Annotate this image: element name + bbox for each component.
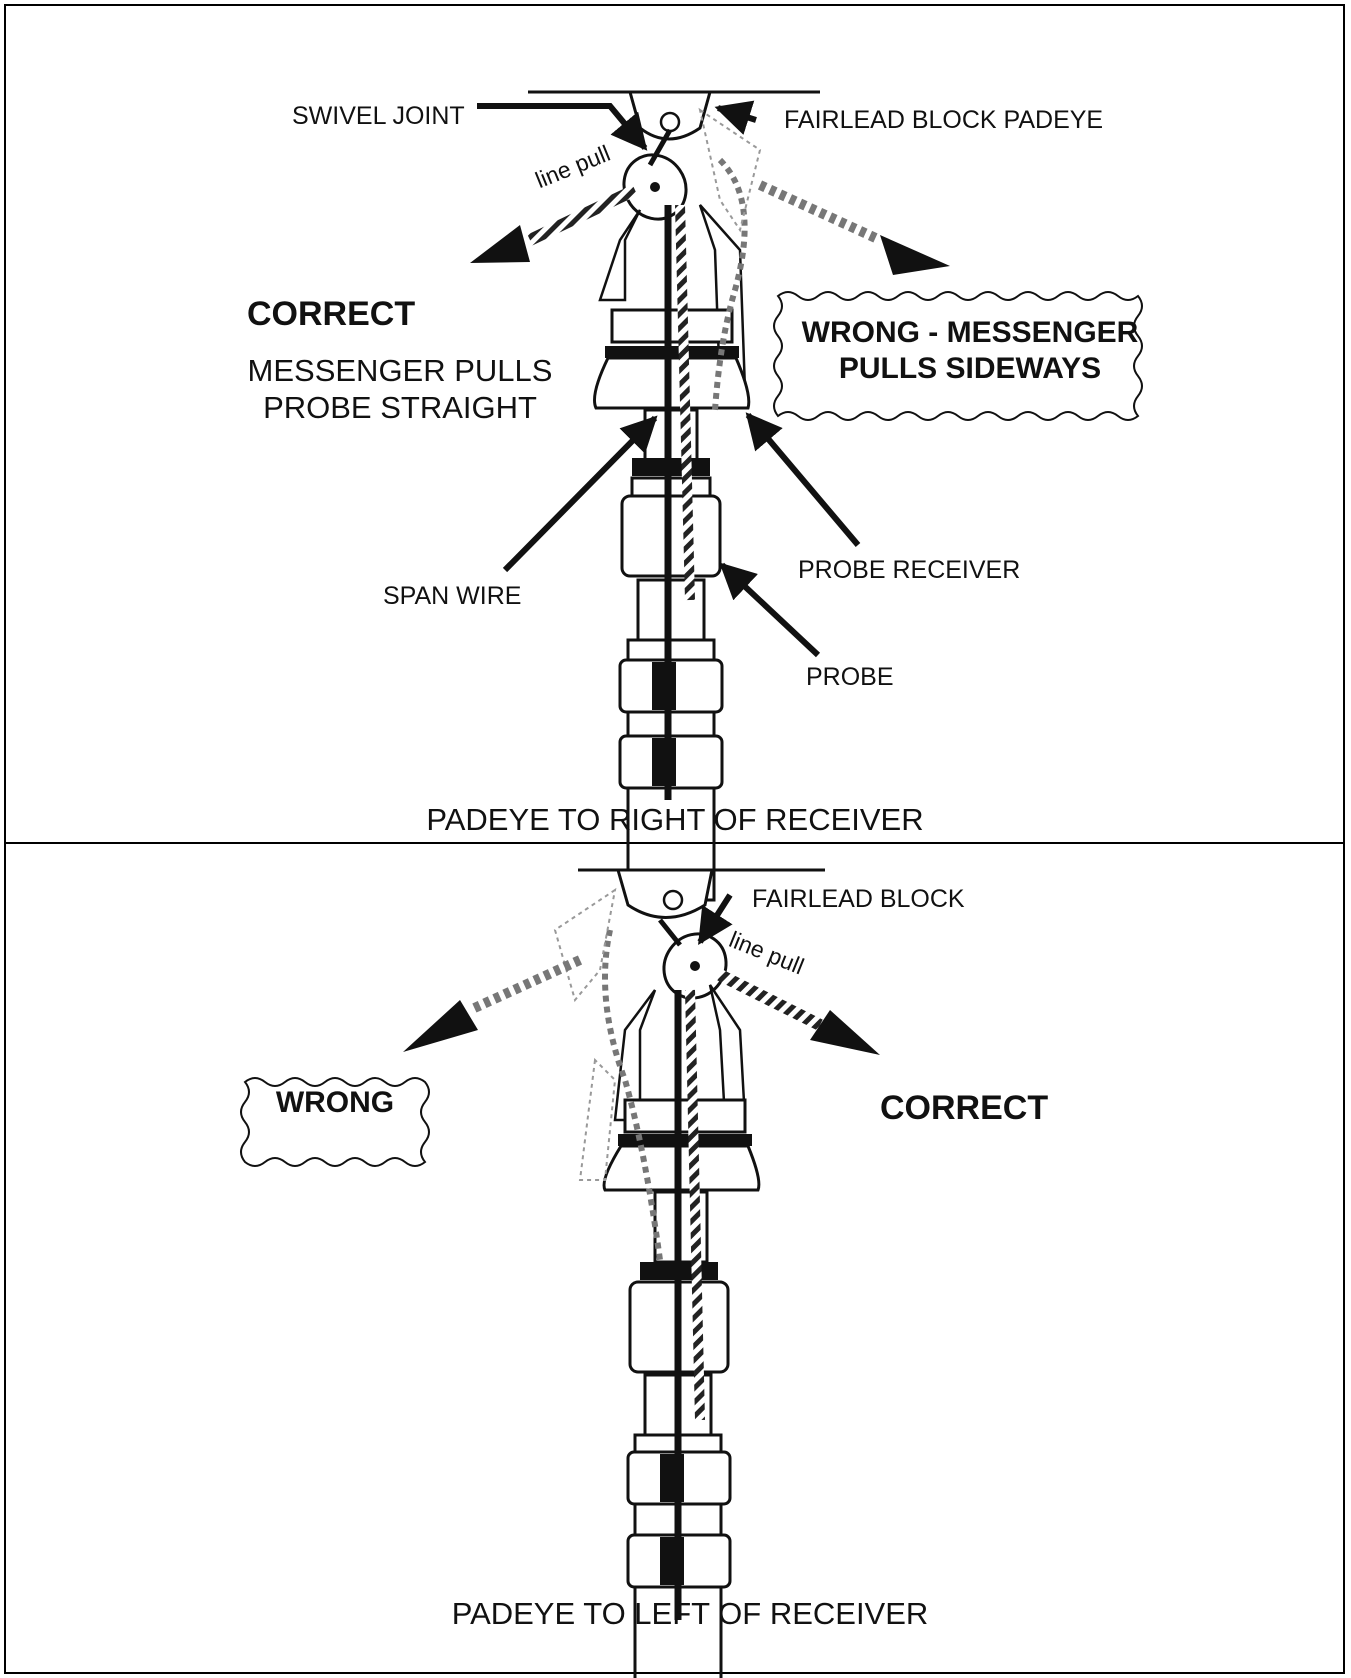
bottom-wrong-rope (602, 929, 663, 1261)
label-top-correct: CORRECT (247, 295, 416, 333)
top-leaders (477, 100, 861, 658)
top-receiver-collar (610, 308, 734, 344)
panel-divider (4, 842, 1345, 844)
label-probe: PROBE (806, 663, 894, 691)
bottom-receiver-collar (623, 1098, 747, 1134)
caption-bottom: PADEYE TO LEFT OF RECEIVER (451, 1596, 929, 1631)
top-wrong-callout-box (773, 291, 1143, 421)
bottom-wrong-arrowhead (403, 1000, 478, 1052)
label-wrong-line-2: PULLS SIDEWAYS (838, 352, 1102, 385)
label-probe-receiver: PROBE RECEIVER (798, 556, 1021, 584)
top-assembly (470, 90, 950, 902)
figure-frame (4, 4, 1345, 1674)
label-swivel-joint: SWIVEL JOINT (292, 102, 465, 130)
bottom-wrong-callout-box (240, 1077, 430, 1167)
label-span-wire: SPAN WIRE (383, 582, 522, 610)
top-line-pull-rope (527, 184, 638, 246)
top-receiver-bell (593, 356, 751, 410)
top-line-pull-arrowhead (470, 225, 530, 263)
bottom-line-pull-arrowhead (810, 1010, 880, 1055)
label-correct-desc-1: MESSENGER PULLS (247, 353, 553, 388)
label-bottom-correct: CORRECT (880, 1089, 1049, 1127)
top-wrong-arrowhead (880, 235, 950, 275)
caption-top: PADEYE TO RIGHT OF RECEIVER (426, 802, 924, 837)
top-wrong-rope (712, 157, 748, 411)
bottom-assembly (403, 868, 880, 1678)
label-fairlead-block-padeye: FAIRLEAD BLOCK PADEYE (784, 106, 1104, 134)
bottom-line-pull-rope (717, 969, 823, 1031)
label-correct-desc-2: PROBE STRAIGHT (263, 390, 537, 425)
label-bottom-wrong: WRONG (275, 1086, 395, 1119)
bottom-leaders (697, 893, 733, 946)
label-fairlead-block: FAIRLEAD BLOCK (752, 885, 965, 913)
label-wrong-line-1: WRONG - MESSENGER (801, 316, 1139, 349)
